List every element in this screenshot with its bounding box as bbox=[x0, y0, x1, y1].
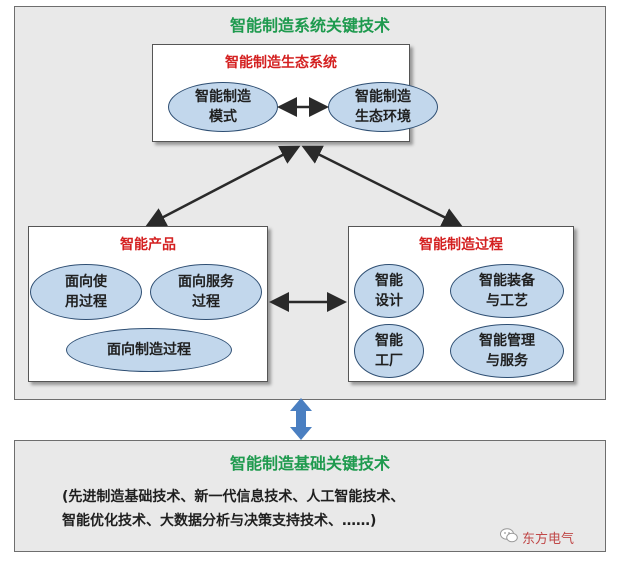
ecosystem-products-arrow bbox=[145, 145, 301, 227]
manufacturing-process-title: 智能制造过程 bbox=[419, 237, 503, 253]
service-process-ellipse: 面向服务 过程 bbox=[150, 264, 262, 320]
key-tech-title: 智能制造系统关键技术 bbox=[229, 16, 390, 35]
ecosystem-mode-ellipse: 智能制造 模式 bbox=[168, 82, 278, 132]
foundation-container bbox=[14, 440, 606, 552]
ecosystem-environment-ellipse: 智能制造 生态环境 bbox=[328, 82, 438, 132]
foundation-line-1: (先进制造基础技术、新一代信息技术、人工智能技术、 bbox=[62, 489, 405, 505]
smart-products-title: 智能产品 bbox=[120, 237, 176, 253]
smart-factory-ellipse: 智能 工厂 bbox=[354, 324, 424, 378]
manufacturing-process-ellipse: 面向制造过程 bbox=[66, 328, 232, 372]
management-service-ellipse: 智能管理 与服务 bbox=[450, 324, 564, 378]
foundation-title: 智能制造基础关键技术 bbox=[229, 454, 390, 473]
ecosystem-title: 智能制造生态系统 bbox=[225, 55, 337, 71]
watermark-text: 东方电气 bbox=[522, 532, 575, 547]
wechat-icon bbox=[500, 528, 518, 547]
smart-design-ellipse: 智能 设计 bbox=[354, 264, 424, 318]
ecosystem-process-arrow bbox=[301, 145, 463, 227]
watermark: 东方电气 bbox=[500, 528, 574, 547]
usage-process-ellipse: 面向使 用过程 bbox=[30, 264, 142, 320]
equipment-craft-ellipse: 智能装备 与工艺 bbox=[450, 264, 564, 318]
foundation-line-2: 智能优化技术、大数据分析与决策支持技术、……) bbox=[62, 513, 377, 529]
foundation-link-arrow bbox=[290, 398, 312, 440]
